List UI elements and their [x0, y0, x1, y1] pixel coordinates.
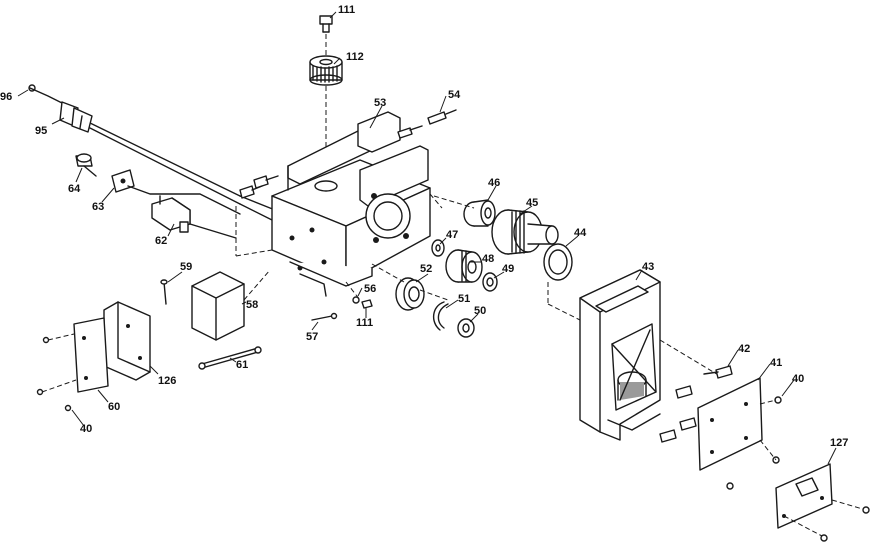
washer-49 — [482, 272, 498, 292]
callout-labels: 111 112 96 95 53 54 64 63 62 46 45 44 47… — [0, 4, 848, 449]
callout-61: 61 — [236, 359, 248, 371]
callout-63: 63 — [92, 201, 104, 213]
callout-43: 43 — [642, 261, 654, 273]
leader-lines — [17, 11, 837, 465]
callout-44: 44 — [574, 227, 587, 239]
set-screw-top — [319, 15, 333, 33]
bearing-52 — [395, 277, 425, 311]
callout-96: 96 — [0, 91, 12, 103]
screws-left — [239, 175, 279, 199]
callout-111-mid: 111 — [356, 317, 373, 329]
gearbox-housing — [547, 269, 697, 443]
gear-48 — [445, 249, 483, 283]
plate-127 — [775, 463, 870, 542]
callout-41: 41 — [770, 357, 782, 369]
capacitor-58 — [191, 271, 245, 341]
callout-112: 112 — [346, 51, 364, 63]
gear-45 — [491, 209, 559, 255]
callout-49: 49 — [502, 263, 514, 275]
washer-50 — [457, 318, 475, 338]
callout-53: 53 — [374, 97, 386, 109]
screw-64 — [75, 153, 97, 177]
switch-assembly — [75, 153, 241, 239]
callout-45: 45 — [526, 197, 538, 209]
screws-housing — [659, 385, 697, 443]
power-cord-assembly — [28, 84, 276, 221]
callout-111-top: 111 — [338, 4, 355, 16]
screws-111-mid — [361, 299, 373, 309]
plate-63 — [111, 169, 135, 193]
screw-59 — [160, 279, 168, 305]
callout-40-right: 40 — [792, 373, 804, 385]
callout-52: 52 — [420, 263, 432, 275]
callout-57: 57 — [306, 331, 318, 343]
plug — [59, 101, 93, 133]
callout-42: 42 — [738, 343, 750, 355]
wire-lead-61 — [198, 346, 262, 370]
screws-54 — [397, 109, 457, 139]
bracket-126 — [103, 301, 151, 381]
retaining-ring-51 — [433, 301, 449, 331]
main-housing — [235, 109, 457, 301]
callout-64: 64 — [68, 183, 81, 195]
toggle-switch-62 — [151, 195, 191, 233]
callout-95: 95 — [35, 125, 47, 137]
screw-42 — [703, 365, 733, 379]
callout-40-left: 40 — [80, 423, 92, 435]
gear-train — [371, 195, 573, 338]
callout-127: 127 — [830, 437, 848, 449]
bushing-46 — [463, 199, 496, 227]
callout-59: 59 — [180, 261, 192, 273]
callout-48: 48 — [482, 253, 494, 265]
callout-50: 50 — [474, 305, 486, 317]
ring-44 — [543, 243, 573, 281]
callout-126: 126 — [158, 375, 176, 387]
callout-58: 58 — [246, 299, 258, 311]
screw-56 — [352, 296, 360, 304]
callout-51: 51 — [458, 293, 470, 305]
screws-40-right — [726, 396, 782, 490]
cover-60 — [73, 317, 109, 393]
callout-54: 54 — [448, 89, 461, 101]
knurled-knob — [309, 55, 343, 86]
callout-47: 47 — [446, 229, 458, 241]
cover-plate-41 — [659, 339, 763, 471]
callout-56: 56 — [364, 283, 376, 295]
screw-57 — [311, 312, 338, 321]
screws-40-left — [36, 333, 77, 412]
callout-60: 60 — [108, 401, 120, 413]
washer-47 — [431, 239, 445, 257]
callout-46: 46 — [488, 177, 500, 189]
callout-62: 62 — [155, 235, 167, 247]
